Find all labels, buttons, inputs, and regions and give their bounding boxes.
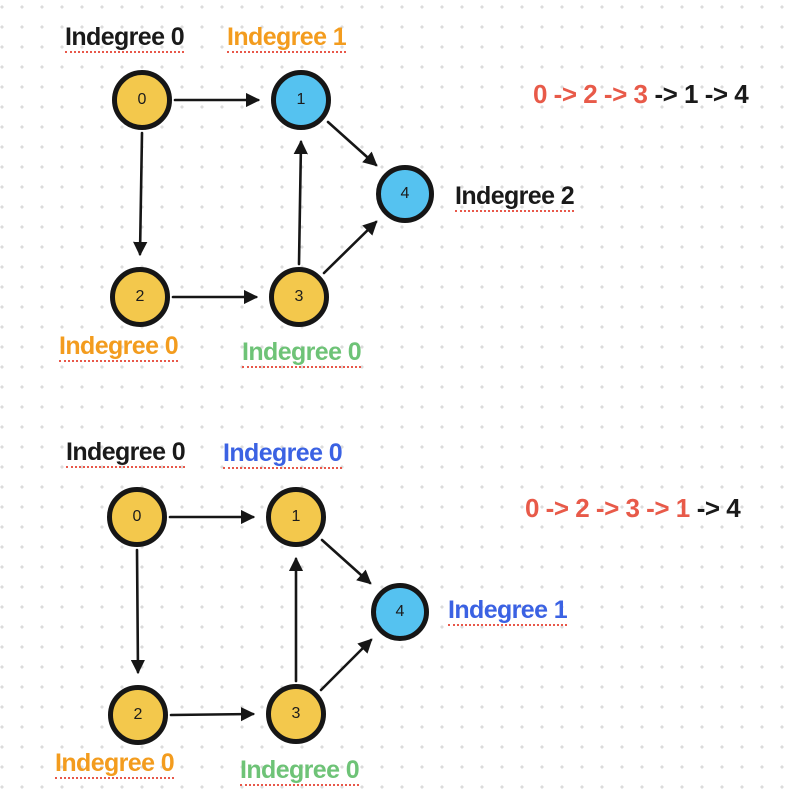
indegree-label-node3-top: Indegree 0: [242, 339, 362, 369]
edge-0-to-2-top: [133, 131, 148, 257]
node-0-top: 0: [112, 70, 172, 130]
indegree-label-node1-top: Indegree 1: [227, 24, 347, 54]
edge-2-to-3-bottom: [169, 706, 256, 722]
indegree-label-node0-bottom: Indegree 0: [66, 439, 186, 469]
topological-order-top-black: -> 1 -> 4: [654, 79, 749, 109]
node-0-bottom: 0: [107, 487, 167, 547]
node-3-bottom: 3: [266, 684, 326, 744]
edge-1-to-4-top: [326, 120, 378, 167]
node-2-top-label: 2: [135, 288, 145, 305]
topological-order-bottom-black: -> 4: [696, 493, 741, 523]
topological-order-bottom: 0 -> 2 -> 3 -> 1-> 4: [525, 493, 741, 524]
node-2-bottom: 2: [108, 685, 168, 745]
node-2-top: 2: [110, 267, 170, 327]
node-4-top: 4: [376, 165, 434, 223]
edges-top-diagram: [133, 92, 378, 305]
indegree-label-node2-bottom: Indegree 0: [55, 750, 175, 780]
edge-0-to-2-bottom: [130, 548, 146, 675]
node-4-top-label: 4: [400, 185, 410, 202]
node-0-top-label: 0: [137, 91, 147, 108]
edge-3-to-4-top: [322, 220, 378, 275]
topological-order-bottom-red: 0 -> 2 -> 3 -> 1: [525, 493, 690, 523]
indegree-label-node3-bottom: Indegree 0: [240, 757, 360, 787]
node-0-bottom-label: 0: [132, 508, 142, 525]
edge-3-to-1-top: [293, 139, 308, 266]
node-1-top: 1: [271, 70, 331, 130]
indegree-label-node0-top: Indegree 0: [65, 24, 185, 54]
node-1-top-label: 1: [296, 91, 306, 108]
edge-3-to-4-bottom: [319, 638, 373, 692]
node-2-bottom-label: 2: [133, 706, 143, 723]
node-4-bottom-label: 4: [395, 603, 405, 620]
node-3-bottom-label: 3: [291, 705, 301, 722]
edge-1-to-4-bottom: [320, 538, 372, 585]
topological-order-top-red: 0 -> 2 -> 3: [533, 79, 648, 109]
edges-bottom-diagram: [130, 509, 373, 722]
node-1-bottom-label: 1: [291, 508, 301, 525]
node-4-bottom: 4: [371, 583, 429, 641]
indegree-label-node1-bottom: Indegree 0: [223, 440, 343, 470]
node-1-bottom: 1: [266, 487, 326, 547]
indegree-label-node2-top: Indegree 0: [59, 333, 179, 363]
indegree-label-node4-bottom: Indegree 1: [448, 597, 568, 627]
indegree-label-node4-top: Indegree 2: [455, 183, 575, 213]
topological-order-top: 0 -> 2 -> 3-> 1 -> 4: [533, 79, 749, 110]
node-3-top: 3: [269, 267, 329, 327]
node-3-top-label: 3: [294, 288, 304, 305]
